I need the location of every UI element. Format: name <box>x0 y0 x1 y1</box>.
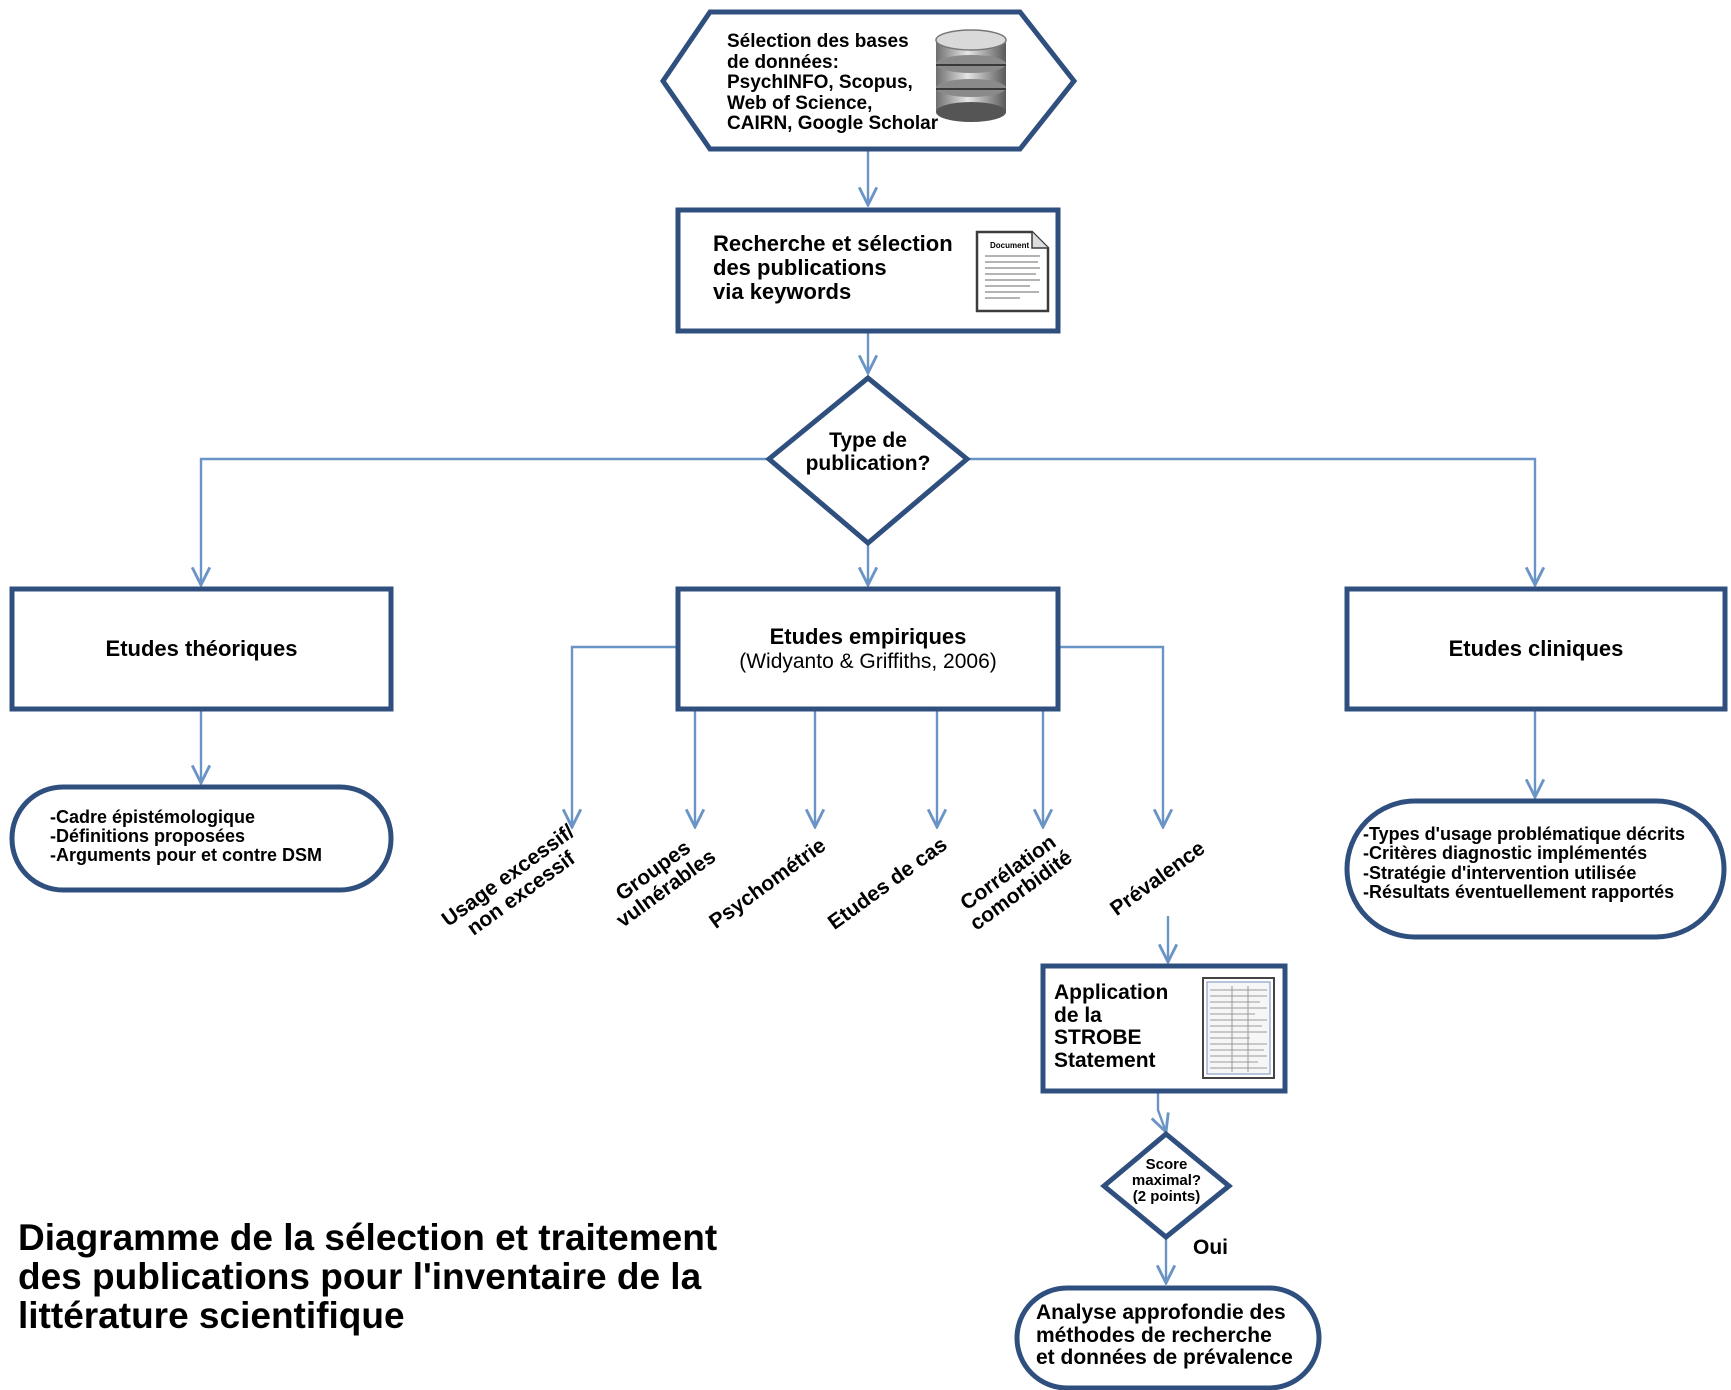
database-icon <box>935 29 1007 122</box>
list-item: -Résultats éventuellement rapportés <box>1363 882 1675 903</box>
search-text: Recherche et sélection des publications … <box>713 232 953 303</box>
analysis-text: Analyse approfondie des méthodes de rech… <box>1036 1301 1293 1370</box>
score-text: Score maximal? (2 points) <box>1108 1156 1225 1206</box>
search-line: Recherche et sélection <box>713 231 953 256</box>
theoretical-title: Etudes théoriques <box>12 589 391 709</box>
theoretical-box <box>9 586 394 712</box>
empirical-title-text: Etudes empiriques <box>769 623 967 649</box>
databases-text: Sélection des bases de données: PsychINF… <box>727 31 939 135</box>
document-icon: Document <box>975 230 1050 313</box>
arrow-decision-to-clinical <box>967 457 1535 585</box>
arrow-strobe-to-score <box>1158 1091 1166 1132</box>
score-decision <box>1100 1130 1233 1241</box>
score-line: maximal? <box>1131 1172 1202 1190</box>
publication-type-decision <box>765 374 971 547</box>
clinical-items-pill <box>1344 798 1727 940</box>
theoretical-items-pill <box>9 784 394 893</box>
databases-line: Web of Science, <box>727 92 873 114</box>
publication-type-text: Type de publication? <box>768 429 968 475</box>
list-item: -Arguments pour et contre DSM <box>50 844 323 865</box>
list-item: -Cadre épistémologique <box>50 807 256 827</box>
decision-line: Type de <box>829 429 907 452</box>
arrow-empirical-usage <box>572 645 678 827</box>
clinical-title-text: Etudes cliniques <box>1448 636 1624 662</box>
list-item: -Types d'usage problématique décrits <box>1363 824 1686 844</box>
checklist-icon <box>1202 977 1275 1079</box>
arrow-decision-to-theoretical <box>201 457 769 585</box>
caption-line: des publications pour l'inventaire de la <box>18 1256 702 1298</box>
clinical-box <box>1344 586 1728 712</box>
diagram-caption: Diagramme de la sélection et traitement … <box>18 1218 717 1336</box>
analysis-pill <box>1014 1285 1322 1390</box>
list-item: -Définitions proposées <box>50 825 246 846</box>
databases-line: PsychINFO, Scopus, <box>727 72 913 94</box>
caption-line: Diagramme de la sélection et traitement <box>18 1217 718 1258</box>
strobe-line: de la <box>1054 1003 1102 1027</box>
databases-line: de données: <box>727 51 839 73</box>
search-line: des publications <box>713 254 887 280</box>
score-line: Score <box>1145 1156 1188 1173</box>
databases-line: Sélection des bases <box>727 31 909 52</box>
decision-line: publication? <box>805 451 931 475</box>
score-line: (2 points) <box>1132 1188 1201 1206</box>
strobe-text: Application de la STROBE Statement <box>1054 981 1169 1073</box>
document-icon-label: Document <box>990 241 1029 250</box>
strobe-line: Statement <box>1054 1049 1156 1073</box>
analysis-line: méthodes de recherche <box>1036 1323 1272 1347</box>
analysis-line: et données de prévalence <box>1036 1346 1293 1370</box>
yes-label: Oui <box>1193 1236 1228 1259</box>
clinical-title: Etudes cliniques <box>1347 589 1725 709</box>
empirical-title: Etudes empiriques (Widyanto & Griffiths,… <box>678 589 1058 709</box>
list-item: -Critères diagnostic implémentés <box>1363 843 1648 864</box>
empirical-box <box>675 586 1061 712</box>
search-line: via keywords <box>713 278 852 304</box>
list-item: -Stratégie d'intervention utilisée <box>1363 862 1637 883</box>
caption-line: littérature scientifique <box>18 1295 405 1337</box>
databases-line: CAIRN, Google Scholar <box>727 113 939 135</box>
clinical-items: -Types d'usage problématique décrits -Cr… <box>1363 824 1686 903</box>
arrow-empirical-prevalence <box>1058 645 1163 827</box>
strobe-line: Application <box>1054 981 1169 1004</box>
theoretical-title-text: Etudes théoriques <box>105 636 298 662</box>
strobe-line: STROBE <box>1054 1026 1142 1050</box>
theoretical-items: -Cadre épistémologique -Définitions prop… <box>50 808 322 865</box>
connector-lines <box>201 149 1535 1283</box>
empirical-subtitle: (Widyanto & Griffiths, 2006) <box>739 649 997 673</box>
analysis-line: Analyse approfondie des <box>1036 1301 1286 1324</box>
